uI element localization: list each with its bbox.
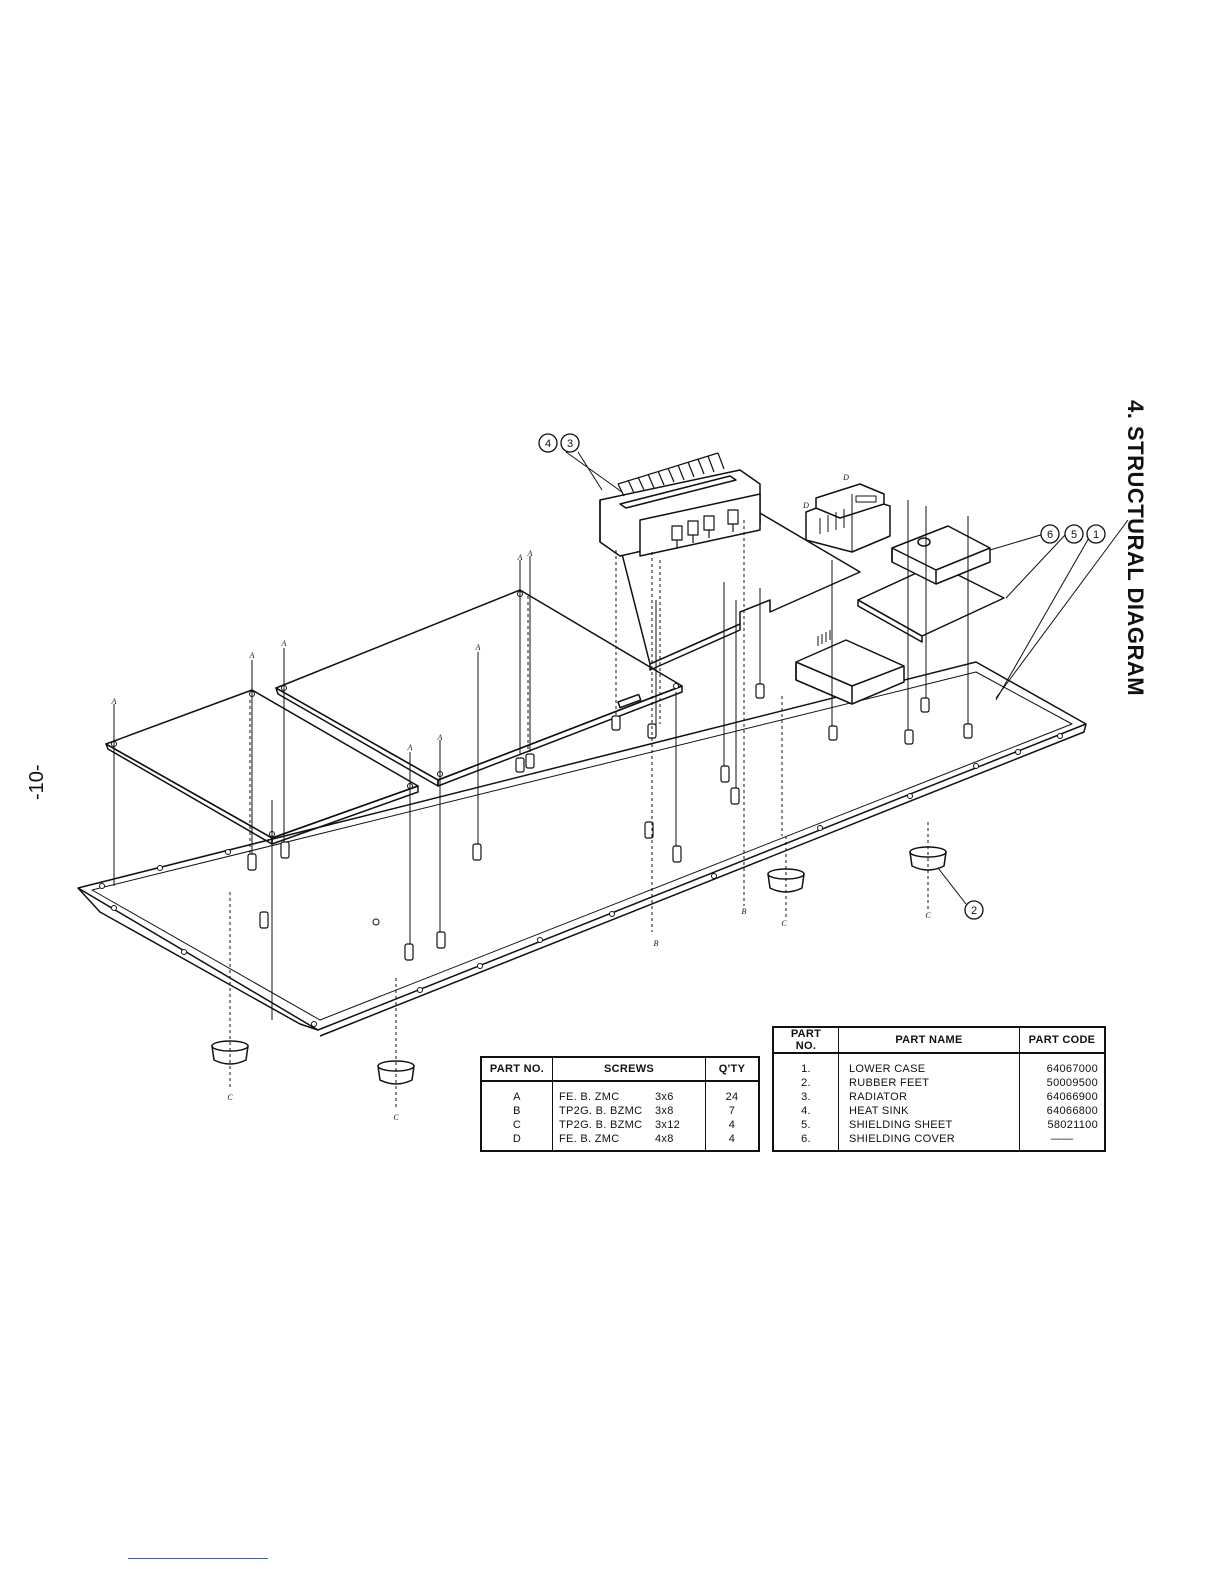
screw-spec: FE. B. ZMC 3x6 xyxy=(552,1081,706,1104)
screw-part: B xyxy=(513,1105,521,1117)
screw-qty: 24 xyxy=(705,1081,759,1104)
part-name: SHIELDING SHEET xyxy=(838,1118,1020,1132)
part-no: 3. xyxy=(801,1091,811,1103)
screw-letter-d: D xyxy=(842,473,849,482)
part-no: 5. xyxy=(801,1119,811,1131)
part-name: HEAT SINK xyxy=(838,1104,1020,1118)
part-code: 58021100 xyxy=(1019,1118,1105,1132)
callout-6: 6 xyxy=(1047,529,1053,541)
table-row: 4. HEAT SINK 64066800 xyxy=(773,1104,1105,1118)
callout-3: 3 xyxy=(567,438,573,450)
callout-1: 1 xyxy=(1093,529,1099,541)
callout-5: 5 xyxy=(1071,529,1077,541)
lower-case xyxy=(77,661,1087,1037)
column-header-part-no: PART NO. xyxy=(773,1027,839,1054)
screw-part: D xyxy=(512,1133,522,1145)
screw-letter-c: C xyxy=(781,919,787,928)
table-row: 2. RUBBER FEET 50009500 xyxy=(773,1076,1105,1090)
table-row: B TP2G. B. BZMC 3x8 7 xyxy=(481,1104,759,1118)
table-row: C TP2G. B. BZMC 3x12 4 xyxy=(481,1118,759,1132)
screw-letter-a: A xyxy=(517,553,523,562)
screws-table-header: PART NO. SCREWS Q'TY xyxy=(481,1057,759,1082)
column-header-part-name: PART NAME xyxy=(838,1027,1020,1054)
screw-spec: TP2G. B. BZMC 3x8 xyxy=(552,1104,706,1118)
screw-spec: TP2G. B. BZMC 3x12 xyxy=(552,1118,706,1132)
standoffs xyxy=(247,683,973,961)
assembly-guide-lines xyxy=(113,451,1129,1110)
screw-size: 4x8 xyxy=(655,1133,674,1145)
part-name: SHIELDING COVER xyxy=(838,1132,1020,1151)
part-name: RUBBER FEET xyxy=(838,1076,1020,1090)
screw-size: 3x12 xyxy=(655,1119,681,1131)
callout-markers xyxy=(538,433,1106,920)
part-code: 64066900 xyxy=(1019,1090,1105,1104)
part-code: —— xyxy=(1019,1132,1105,1151)
screw-letter-a: A xyxy=(249,651,255,660)
screw-letter-a: A xyxy=(475,643,481,652)
screw-letter-a: A xyxy=(407,743,413,752)
screw-letter-b: B xyxy=(654,939,659,948)
table-row: 6. SHIELDING COVER —— xyxy=(773,1132,1105,1151)
part-no: 1. xyxy=(801,1063,811,1075)
screw-part: C xyxy=(512,1119,522,1131)
part-no: 6. xyxy=(801,1133,811,1145)
table-row: A FE. B. ZMC 3x6 24 xyxy=(481,1081,759,1104)
screw-qty: 4 xyxy=(705,1132,759,1151)
screw-letter-d: D xyxy=(802,501,809,510)
column-header-part-code: PART CODE xyxy=(1019,1027,1105,1054)
table-row: 3. RADIATOR 64066900 xyxy=(773,1090,1105,1104)
screw-letter-b: B xyxy=(742,907,747,916)
column-header-qty: Q'TY xyxy=(705,1057,759,1082)
part-code: 64067000 xyxy=(1019,1053,1105,1076)
screw-letter-a: A xyxy=(111,697,117,706)
screw-type: TP2G. B. BZMC xyxy=(559,1105,643,1117)
callout-2: 2 xyxy=(971,905,977,917)
callout-4: 4 xyxy=(545,438,551,450)
parts-table: PART NO. PART NAME PART CODE 1. LOWER CA… xyxy=(772,1026,1106,1152)
footer-rule xyxy=(128,1558,268,1559)
screw-qty: 4 xyxy=(705,1118,759,1132)
transformer xyxy=(805,483,891,553)
screw-qty: 7 xyxy=(705,1104,759,1118)
pcb-middle xyxy=(275,589,683,787)
part-no: 4. xyxy=(801,1105,811,1117)
heat-sink-radiator xyxy=(599,452,761,557)
table-row: 5. SHIELDING SHEET 58021100 xyxy=(773,1118,1105,1132)
screw-letter-c: C xyxy=(393,1113,399,1122)
shielding-cover xyxy=(891,525,991,585)
column-header-screws: SCREWS xyxy=(552,1057,706,1082)
screw-size: 3x6 xyxy=(655,1091,674,1103)
screw-type: FE. B. ZMC xyxy=(559,1091,620,1103)
rear-bracket xyxy=(795,630,905,705)
screw-size: 3x8 xyxy=(655,1105,674,1117)
screw-letter-a: A xyxy=(281,639,287,648)
screw-type: TP2G. B. BZMC xyxy=(559,1119,643,1131)
screw-type: FE. B. ZMC xyxy=(559,1133,620,1145)
table-row: D FE. B. ZMC 4x8 4 xyxy=(481,1132,759,1151)
part-code: 50009500 xyxy=(1019,1076,1105,1090)
screw-letter-c: C xyxy=(227,1093,233,1102)
screw-letter-c: C xyxy=(925,911,931,920)
column-header-part-no: PART NO. xyxy=(481,1057,553,1082)
screw-part: A xyxy=(513,1091,521,1103)
part-name: LOWER CASE xyxy=(838,1053,1020,1076)
screw-letter-a: A xyxy=(437,733,443,742)
part-no: 2. xyxy=(801,1077,811,1089)
part-code: 64066800 xyxy=(1019,1104,1105,1118)
part-name: RADIATOR xyxy=(838,1090,1020,1104)
screw-spec: FE. B. ZMC 4x8 xyxy=(552,1132,706,1151)
screw-letter-a: A xyxy=(527,549,533,558)
table-row: 1. LOWER CASE 64067000 xyxy=(773,1053,1105,1076)
parts-table-header: PART NO. PART NAME PART CODE xyxy=(773,1027,1105,1054)
